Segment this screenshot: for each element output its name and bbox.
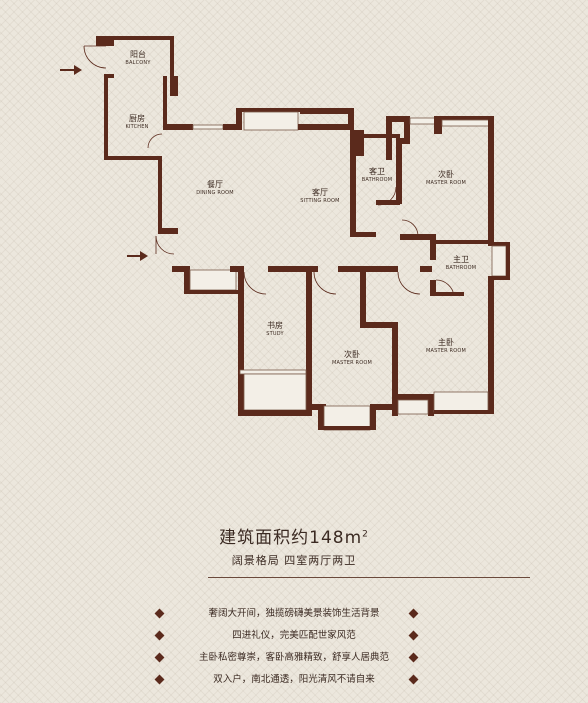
room-label-second-bed-bottom: 次卧 MASTER ROOM <box>332 349 372 366</box>
divider-line <box>208 577 530 578</box>
svg-text:次卧: 次卧 <box>344 349 360 359</box>
svg-text:MASTER ROOM: MASTER ROOM <box>332 360 372 366</box>
entry-arrow-icon <box>60 65 82 75</box>
master-bath-walls <box>430 240 510 414</box>
room-label-sitting: 客厅 SITTING ROOM <box>300 187 339 204</box>
svg-text:STUDY: STUDY <box>266 331 284 337</box>
area-title-text: 建筑面积约148m <box>219 528 363 548</box>
svg-text:DINING ROOM: DINING ROOM <box>196 190 234 196</box>
feature-row: 四进礼仪，完美匹配世家风范 <box>0 626 588 646</box>
svg-text:MASTER ROOM: MASTER ROOM <box>426 180 466 186</box>
svg-text:书房: 书房 <box>267 320 283 330</box>
room-label-master-bed: 主卧 MASTER ROOM <box>426 337 466 354</box>
lower-walls <box>172 266 432 416</box>
feature-row: 主卧私密尊崇，客卧高雅精致，舒享人居典范 <box>0 648 588 668</box>
balcony-kitchen-walls <box>96 36 193 234</box>
svg-text:主卫: 主卫 <box>453 254 469 264</box>
svg-text:餐厅: 餐厅 <box>207 180 223 189</box>
room-label-balcony: 阳台 BALCONY <box>125 49 151 66</box>
svg-text:客厅: 客厅 <box>312 187 328 197</box>
balcony-door <box>83 45 107 69</box>
svg-text:BALCONY: BALCONY <box>125 60 151 66</box>
lower-doors <box>243 271 421 295</box>
master-bath-door <box>435 279 455 297</box>
svg-text:次卧: 次卧 <box>438 169 454 179</box>
layout-subtitle: 阔景格局 四室两厅两卫 <box>231 554 357 567</box>
svg-text:厨房: 厨房 <box>129 113 145 123</box>
study-windows <box>238 369 312 416</box>
guest-bath-walls <box>350 116 410 237</box>
svg-text:MASTER ROOM: MASTER ROOM <box>426 348 466 354</box>
svg-text:阳台: 阳台 <box>130 49 146 59</box>
feature-text: 奢阔大开间，独揽磅礴美景装饰生活背景 <box>208 608 380 619</box>
bedroom-top-walls <box>400 116 494 260</box>
entry-door <box>155 235 175 255</box>
floor-plan: 阳台 BALCONY 厨房 KITCHEN 餐厅 DINING ROOM 客厅 … <box>60 36 510 431</box>
entry-arrow-icon <box>127 251 148 261</box>
room-label-kitchen: 厨房 KITCHEN <box>125 113 148 130</box>
guest-bath-door <box>377 186 397 206</box>
svg-text:KITCHEN: KITCHEN <box>125 124 148 130</box>
room-label-dining: 餐厅 DINING ROOM <box>196 180 234 196</box>
room-label-study: 书房 STUDY <box>266 320 284 337</box>
feature-text: 四进礼仪，完美匹配世家风范 <box>232 630 356 641</box>
room-label-master-bath: 主卫 BATHROOM <box>446 254 477 271</box>
svg-text:BATHROOM: BATHROOM <box>446 265 477 271</box>
svg-text:客卫: 客卫 <box>369 166 385 176</box>
room-label-guest-bath: 客卫 BATHROOM <box>362 166 393 183</box>
master-bed-windows <box>394 391 494 416</box>
svg-text:BATHROOM: BATHROOM <box>362 177 393 183</box>
feature-row: 双入户，南北通透，阳光清风不请自来 <box>0 670 588 690</box>
bedroom-top-door <box>401 219 419 237</box>
kitchen-door <box>147 133 163 149</box>
area-title: 建筑面积约148m2 <box>0 523 588 548</box>
bedroom-bottom-windows <box>312 404 398 431</box>
area-unit-superscript: 2 <box>362 529 369 540</box>
feature-row: 奢阔大开间，独揽磅礴美景装饰生活背景 <box>0 604 588 624</box>
feature-text: 主卧私密尊崇，客卧高雅精致，舒享人居典范 <box>198 652 389 663</box>
svg-text:SITTING ROOM: SITTING ROOM <box>300 198 339 204</box>
top-walls <box>192 108 356 156</box>
feature-text: 双入户，南北通透，阳光清风不请自来 <box>213 674 375 685</box>
room-label-second-bed-top: 次卧 MASTER ROOM <box>426 169 466 186</box>
svg-text:主卧: 主卧 <box>438 337 454 347</box>
